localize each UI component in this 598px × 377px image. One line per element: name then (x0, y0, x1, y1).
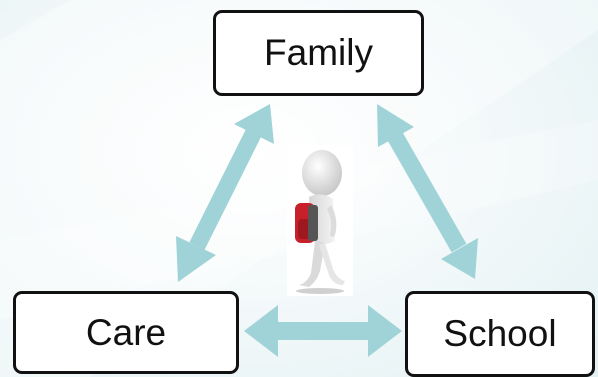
node-school-label: School (443, 313, 557, 354)
arrow-family-school (377, 104, 478, 279)
arrow-care-school (244, 305, 402, 357)
node-care-label: Care (85, 311, 167, 353)
node-family: Family (213, 10, 424, 96)
student-backpack-icon (287, 145, 353, 296)
node-care: Care (13, 291, 239, 374)
arrow-family-care (176, 104, 274, 282)
node-school: School (405, 291, 595, 377)
node-family-label: Family (264, 32, 373, 73)
